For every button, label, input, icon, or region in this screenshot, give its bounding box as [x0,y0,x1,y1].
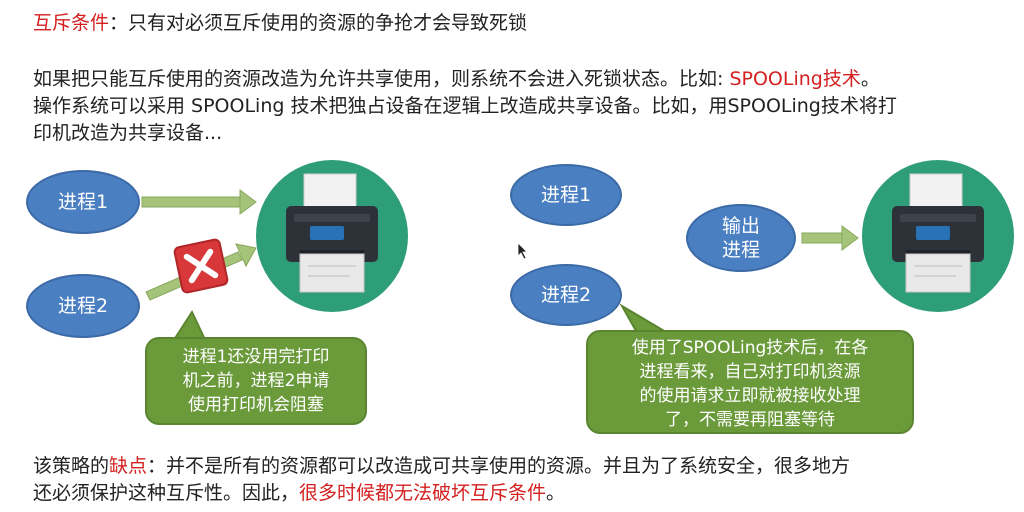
mutex-condition-term: 互斥条件 [33,12,110,34]
arrow-icon [801,225,859,251]
printer-icon [256,160,408,312]
process-2-node: 进程2 [510,264,622,326]
output-process-node: 输出 进程 [686,204,796,272]
bubble-line: 的使用请求立即就被接收处理 [639,386,861,406]
process-1-node: 进程1 [510,164,622,226]
conclusion-highlight: 很多时候都无法破坏互斥条件 [299,482,547,504]
para-line-1: 如果把只能互斥使用的资源改造为允许共享使用，则系统不会进入死锁状态。比如: SP… [33,66,880,92]
bubble-line: 机之前，进程2申请 [182,371,330,391]
para-line-3: 印机改造为共享设备... [33,122,223,144]
intro-line: 互斥条件：只有对必须互斥使用的资源的争抢才会导致死锁 [33,10,527,36]
footer-line-1-rest: ：并不是所有的资源都可以改造成可共享使用的资源。并且为了系统安全，很多地方 [147,455,851,477]
footer-prefix: 该策略的 [33,455,110,477]
para-line-1-text: 如果把只能互斥使用的资源改造为允许共享使用，则系统不会进入死锁状态。比如: [33,68,730,90]
spooling-note-bubble: 使用了SPOOLing技术后，在各 进程看来，自己对打印机资源 的使用请求立即就… [586,330,914,434]
footer-line-2-end: 。 [546,482,566,504]
intro-rest: ：只有对必须互斥使用的资源的争抢才会导致死锁 [109,12,528,34]
bubble-line: 了，不需要再阻塞等待 [665,410,835,430]
process-2-node: 进程2 [26,274,140,338]
output-process-label: 输出 [721,215,760,237]
footer-line-2: 还必须保护这种互斥性。因此，很多时候都无法破坏互斥条件。 [33,480,565,506]
bubble-line: 进程1还没用完打印 [182,347,330,367]
bubble-line: 使用打印机会阻塞 [188,395,324,415]
output-process-label: 进程 [721,239,760,261]
cursor-icon [517,242,528,260]
spooling-highlight: SPOOLing技术 [729,68,861,90]
footer-line-2-start: 还必须保护这种互斥性。因此， [33,482,300,504]
drawback-term: 缺点 [109,455,148,477]
process-1-node: 进程1 [26,170,140,234]
footer-line-1: 该策略的缺点：并不是所有的资源都可以改造成可共享使用的资源。并且为了系统安全，很… [33,453,850,479]
bubble-line: 进程看来，自己对打印机资源 [639,362,861,382]
bubble-line: 使用了SPOOLing技术后，在各 [631,338,869,358]
arrow-icon [141,189,257,215]
blocking-note-bubble: 进程1还没用完打印 机之前，进程2申请 使用打印机会阻塞 [145,337,367,425]
para-line-1-end: 。 [860,68,880,90]
para-line-2: 操作系统可以采用 SPOOLing 技术把独占设备在逻辑上改造成共享设备。比如，… [33,95,897,117]
printer-icon [862,160,1014,312]
error-x-icon [173,238,229,294]
